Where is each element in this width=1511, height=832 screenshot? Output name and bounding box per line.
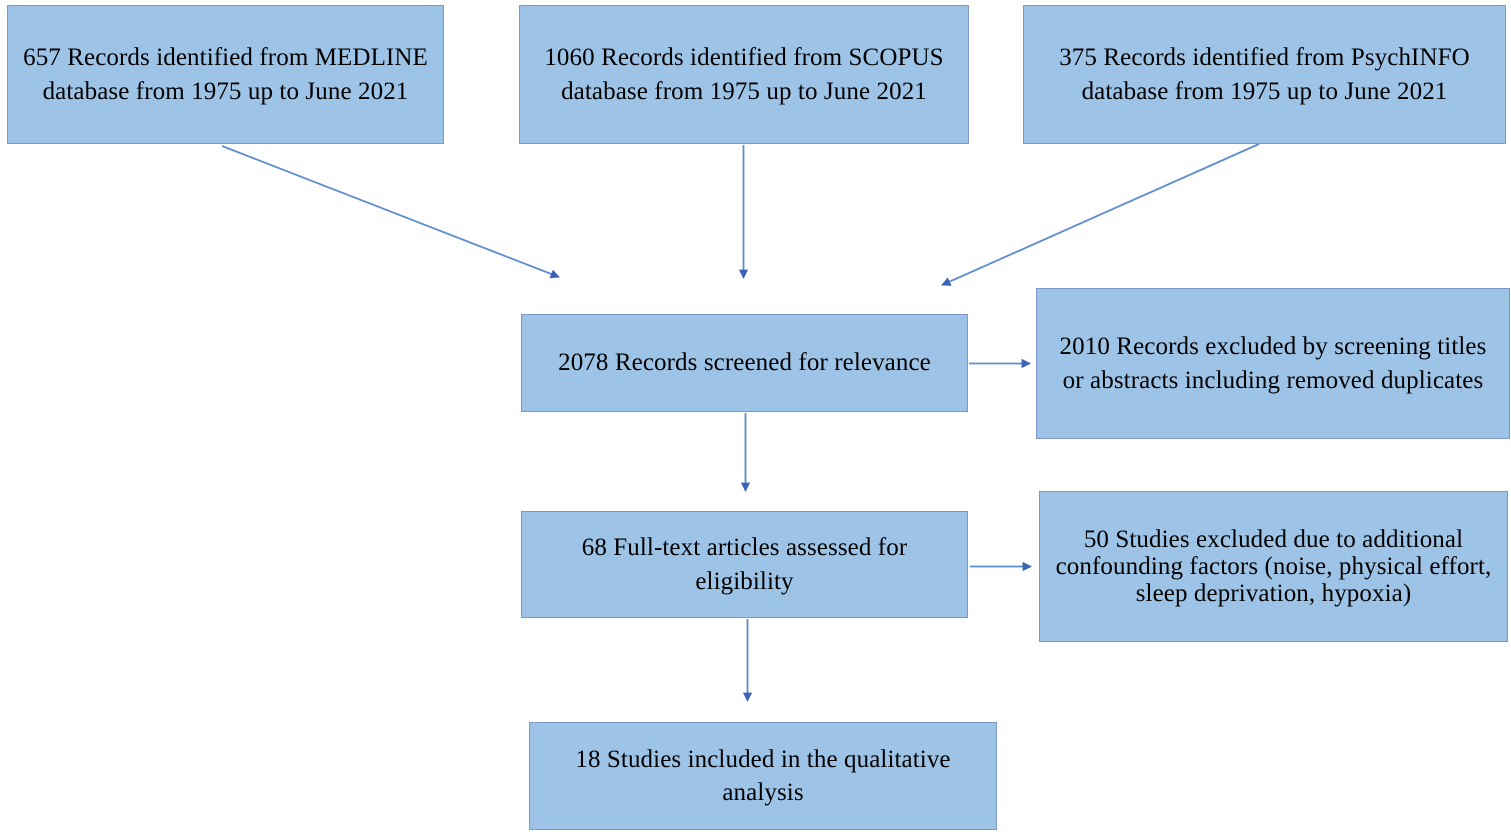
node-fulltext-articles-assessed: 68 Full-text articles assessed for eligi… <box>521 511 968 618</box>
arrow-psychinfo-to-screened <box>941 143 1260 286</box>
node-studies-excluded: 50 Studies excluded due to additional co… <box>1039 491 1508 642</box>
node-records-identified-scopus: 1060 Records identified from SCOPUS data… <box>519 5 969 144</box>
node-records-identified-psychinfo: 375 Records identified from PsychINFO da… <box>1023 5 1506 144</box>
node-studies-included: 18 Studies included in the qualitative a… <box>529 722 997 830</box>
node-records-identified-medline: 657 Records identified from MEDLINE data… <box>7 5 444 144</box>
node-records-excluded: 2010 Records excluded by screening title… <box>1036 288 1510 439</box>
node-records-screened: 2078 Records screened for relevance <box>521 314 968 412</box>
arrow-medline-to-screened <box>221 145 560 279</box>
